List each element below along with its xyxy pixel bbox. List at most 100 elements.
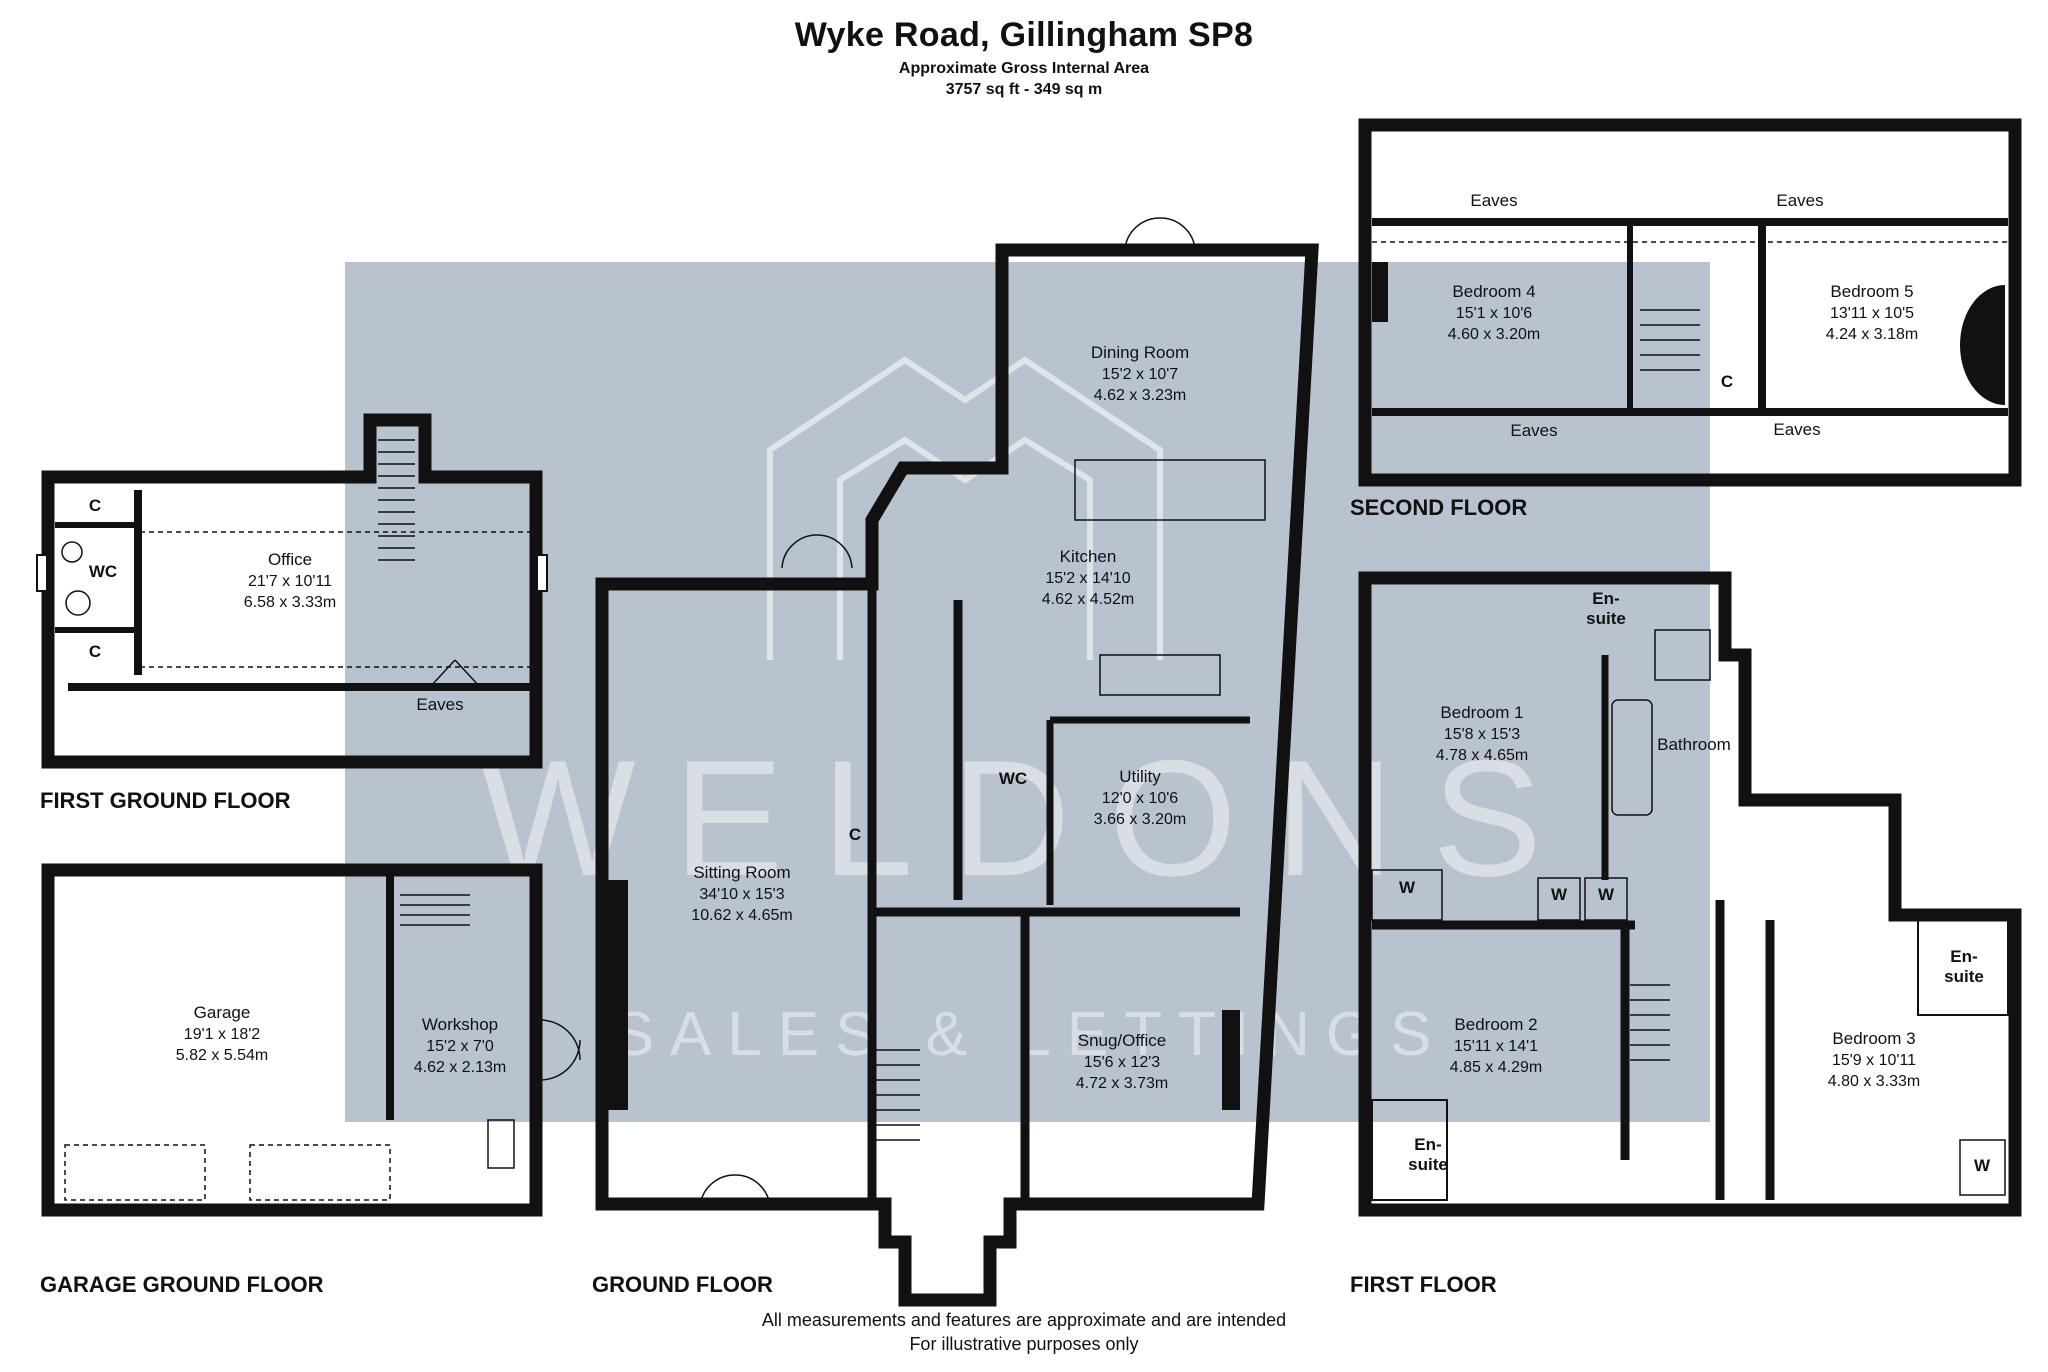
room-kitchen-imperial: 15'2 x 14'10 bbox=[1045, 570, 1130, 587]
room-bed1-imperial: 15'8 x 15'3 bbox=[1444, 726, 1520, 743]
ground-front-doors bbox=[699, 1174, 771, 1207]
bed4-chimney bbox=[1372, 262, 1388, 322]
room-bed5-imperial: 13'11 x 10'5 bbox=[1830, 305, 1914, 322]
workshop-stairs bbox=[400, 894, 470, 926]
second-floor-label: SECOND FLOOR bbox=[1350, 495, 1527, 520]
garage-ground-floor-label: GARAGE GROUND FLOOR bbox=[40, 1272, 324, 1297]
room-dining-metric: 4.62 x 3.23m bbox=[1094, 387, 1187, 404]
room-snug-name: Snug/Office bbox=[1078, 1031, 1167, 1050]
watermark-brand: WELDONS bbox=[480, 726, 1580, 910]
room-office-name: Office bbox=[268, 550, 312, 569]
room-dining-imperial: 15'2 x 10'7 bbox=[1102, 366, 1178, 383]
bathroom-bath-icon bbox=[1611, 699, 1653, 816]
room-eaves-top-left: Eaves bbox=[1470, 191, 1517, 210]
room-ensuite1-line2: suite bbox=[1586, 609, 1626, 628]
room-snug-imperial: 15'6 x 12'3 bbox=[1084, 1054, 1160, 1071]
first-outer-wall bbox=[1358, 571, 2022, 1217]
office-window-right bbox=[536, 554, 548, 592]
room-w2: W bbox=[1551, 885, 1568, 904]
room-office-c-bottom: C bbox=[89, 642, 101, 661]
room-ensuite2-line2: suite bbox=[1408, 1155, 1448, 1174]
room-workshop-imperial: 15'2 x 7'0 bbox=[426, 1038, 494, 1055]
footer-disclaimer-line2: For illustrative purposes only bbox=[909, 1334, 1139, 1354]
bed1-wardrobe-mid bbox=[1537, 877, 1581, 921]
room-bed5-metric: 4.24 x 3.18m bbox=[1826, 326, 1919, 343]
room-ensuite1-line1: En- bbox=[1592, 589, 1619, 608]
workshop-sink-icon bbox=[487, 1119, 515, 1169]
first-floor-rooms: Bedroom 1 15'8 x 15'3 4.78 x 4.65m Bedro… bbox=[1399, 589, 1991, 1175]
room-w4: W bbox=[1974, 1156, 1991, 1175]
room-ground-wc: WC bbox=[999, 769, 1027, 788]
ground-outer-wall bbox=[595, 243, 1319, 1307]
room-bed4-metric: 4.60 x 3.20m bbox=[1448, 326, 1541, 343]
ensuite1-shower-icon bbox=[1654, 629, 1711, 681]
room-w1: W bbox=[1399, 878, 1416, 897]
ground-floor-plan bbox=[595, 217, 1319, 1307]
room-ensuite2-line1: En- bbox=[1414, 1135, 1441, 1154]
ground-stairs bbox=[870, 1049, 920, 1141]
dining-french-doors bbox=[1124, 217, 1196, 249]
watermark-house-outline bbox=[767, 356, 1163, 660]
room-bed4-name: Bedroom 4 bbox=[1452, 282, 1535, 301]
room-bed3-name: Bedroom 3 bbox=[1832, 1029, 1915, 1048]
workshop-side-door bbox=[539, 1019, 581, 1081]
room-office-metric: 6.58 x 3.33m bbox=[244, 594, 337, 611]
first-floor-plan bbox=[1358, 571, 2022, 1217]
room-utility-metric: 3.66 x 3.20m bbox=[1094, 811, 1187, 828]
floor-labels: FIRST GROUND FLOOR GARAGE GROUND FLOOR G… bbox=[40, 495, 1527, 1297]
room-eaves-bottom-left: Eaves bbox=[1510, 421, 1557, 440]
room-ensuite3-line1: En- bbox=[1950, 947, 1977, 966]
room-bathroom-name: Bathroom bbox=[1657, 735, 1731, 754]
gross-area: 3757 sq ft - 349 sq m bbox=[945, 81, 1103, 98]
bed3-ensuite-box bbox=[1917, 919, 2009, 1016]
kitchen-island-icon bbox=[1074, 459, 1266, 521]
office-window-left bbox=[36, 554, 48, 592]
bed5-fireplace bbox=[1960, 285, 2005, 405]
room-garage-imperial: 19'1 x 18'2 bbox=[184, 1026, 260, 1043]
room-garage-name: Garage bbox=[194, 1003, 251, 1022]
room-bed5-name: Bedroom 5 bbox=[1830, 282, 1913, 301]
room-ensuite3-line2: suite bbox=[1944, 967, 1984, 986]
office-stairs bbox=[378, 439, 415, 561]
office-eaves-door bbox=[429, 659, 481, 688]
room-bed3-metric: 4.80 x 3.33m bbox=[1828, 1073, 1921, 1090]
room-bed4-imperial: 15'1 x 10'6 bbox=[1456, 305, 1532, 322]
wc-basin-icon bbox=[61, 541, 83, 563]
room-sitting-name: Sitting Room bbox=[693, 863, 790, 882]
room-office-c-top: C bbox=[89, 496, 101, 515]
watermark-tagline: SALES & LETTINGS bbox=[613, 1000, 1448, 1069]
room-kitchen-metric: 4.62 x 4.52m bbox=[1042, 591, 1135, 608]
footer-disclaimer-line1: All measurements and features are approx… bbox=[761, 1310, 1287, 1330]
first-ground-floor-rooms: Office 21'7 x 10'11 6.58 x 3.33m WC C C … bbox=[89, 496, 464, 714]
ground-floor-rooms: Dining Room 15'2 x 10'7 4.62 x 3.23m Kit… bbox=[691, 343, 1189, 1092]
bed3-wardrobe bbox=[1959, 1139, 2006, 1196]
first-ground-floor-plan bbox=[36, 413, 548, 769]
bed1-wardrobe-left bbox=[1371, 869, 1443, 921]
sitting-fireplace bbox=[606, 880, 628, 1110]
room-office-wc: WC bbox=[89, 562, 117, 581]
office-outer-wall bbox=[41, 413, 543, 769]
first-ground-floor-label: FIRST GROUND FLOOR bbox=[40, 788, 291, 813]
room-sitting-metric: 10.62 x 4.65m bbox=[691, 907, 792, 924]
first-stairs bbox=[1630, 984, 1670, 1061]
bed1-wardrobe-right bbox=[1584, 877, 1628, 921]
garage-ground-floor-plan bbox=[41, 863, 581, 1217]
sitting-french-doors bbox=[781, 534, 853, 569]
room-bed2-metric: 4.85 x 4.29m bbox=[1450, 1059, 1543, 1076]
room-eaves-top-right: Eaves bbox=[1776, 191, 1823, 210]
room-garage-metric: 5.82 x 5.54m bbox=[176, 1047, 269, 1064]
page-subtitle: Approximate Gross Internal Area bbox=[898, 60, 1150, 77]
room-office-imperial: 21'7 x 10'11 bbox=[248, 573, 332, 590]
garage-outer-wall bbox=[41, 863, 543, 1217]
room-w3: W bbox=[1598, 885, 1615, 904]
room-second-c: C bbox=[1721, 372, 1733, 391]
room-bed3-imperial: 15'9 x 10'11 bbox=[1832, 1052, 1916, 1069]
room-ground-c: C bbox=[849, 825, 861, 844]
wc-toilet-icon bbox=[65, 590, 91, 616]
ground-floor-label: GROUND FLOOR bbox=[592, 1272, 773, 1297]
garage-rooms: Garage 19'1 x 18'2 5.82 x 5.54m Workshop… bbox=[176, 1003, 507, 1076]
room-utility-name: Utility bbox=[1119, 767, 1161, 786]
room-office-eaves: Eaves bbox=[416, 695, 463, 714]
first-floor-label: FIRST FLOOR bbox=[1350, 1272, 1497, 1297]
garage-door-left bbox=[64, 1144, 206, 1201]
